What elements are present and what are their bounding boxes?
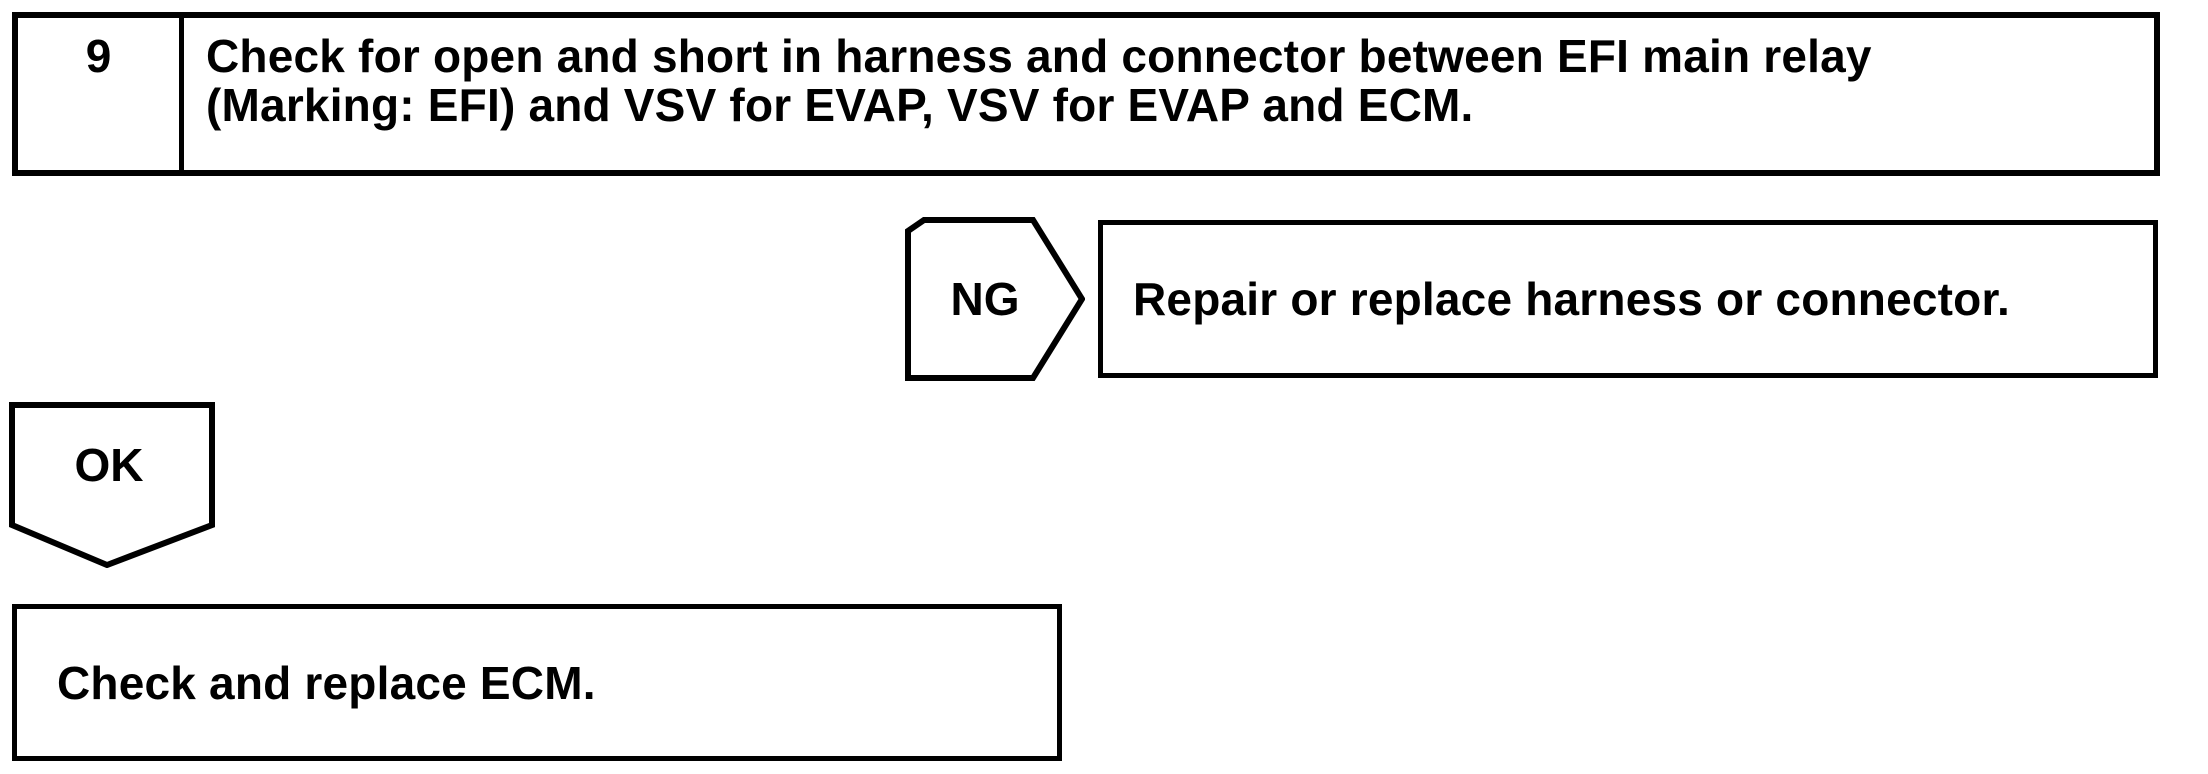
ng-pentagon-icon — [905, 217, 1085, 381]
ng-connector — [905, 217, 1085, 381]
step-instruction: Check for open and short in harness and … — [184, 18, 1896, 170]
step-instruction-line-1: Check for open and short in harness and … — [206, 30, 1872, 82]
ng-action-box: Repair or replace harness or connector. — [1098, 220, 2158, 378]
ok-pentagon-icon — [9, 402, 215, 568]
ok-action-text: Check and replace ECM. — [57, 656, 596, 709]
step-number-cell: 9 — [18, 18, 184, 170]
step-box: 9 Check for open and short in harness an… — [12, 12, 2160, 176]
ng-action-text: Repair or replace harness or connector. — [1133, 273, 2011, 325]
ok-action-box: Check and replace ECM. — [12, 604, 1062, 761]
ng-label: NG — [950, 273, 1020, 325]
step-instruction-line-2: (Marking: EFI) and VSV for EVAP, VSV for… — [206, 79, 1474, 131]
ok-label: OK — [74, 439, 144, 491]
ok-connector — [9, 402, 215, 568]
step-number: 9 — [85, 30, 112, 82]
